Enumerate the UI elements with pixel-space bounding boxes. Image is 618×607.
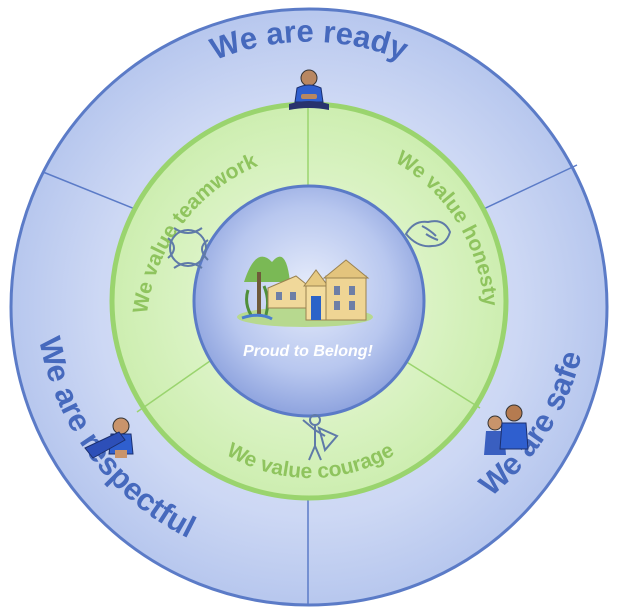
superhero-icon xyxy=(302,414,339,461)
two-people-icon xyxy=(484,404,529,455)
center-motto: Proud to Belong! xyxy=(243,343,373,360)
person-at-desk-icon xyxy=(84,417,134,459)
school-building-illustration xyxy=(237,256,373,327)
handshake-icon xyxy=(404,220,452,248)
values-ring-dividers xyxy=(136,104,481,413)
person-sitting-cross-legged-icon xyxy=(289,69,329,110)
joined-hands-circle-icon xyxy=(167,227,209,269)
outer-ring-dividers xyxy=(42,164,578,605)
